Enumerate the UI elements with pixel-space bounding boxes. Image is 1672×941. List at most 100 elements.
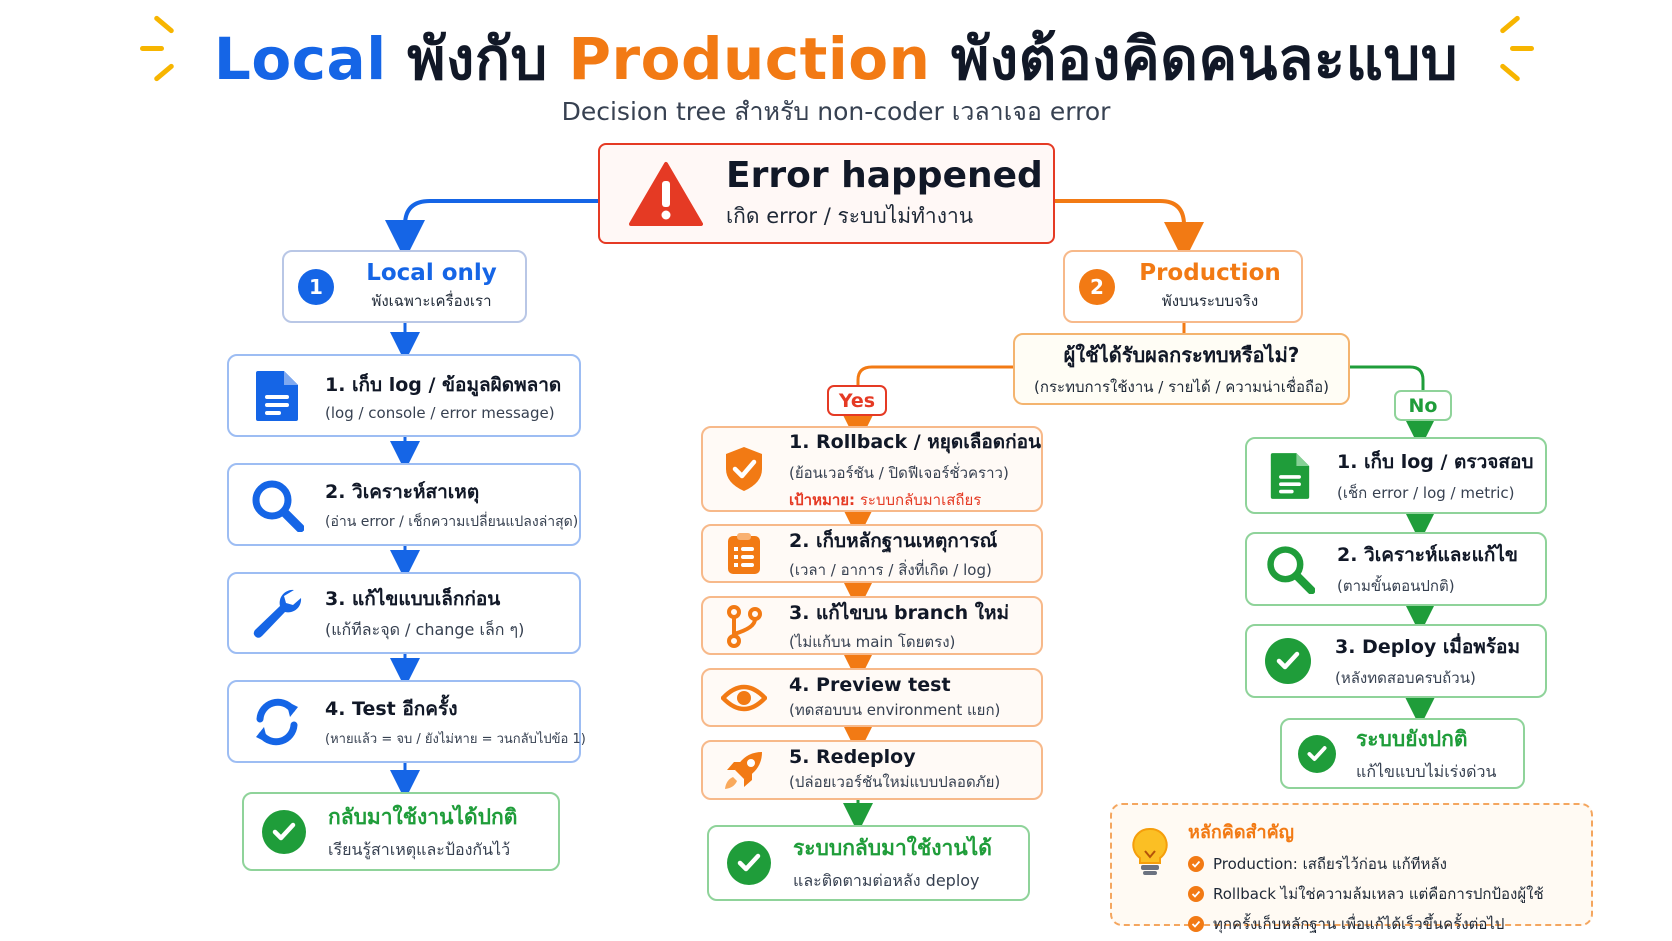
no-result-subtitle: แก้ไขแบบไม่เร่งด่วน (1356, 761, 1497, 781)
sparkle-right-2 (1510, 46, 1534, 51)
principle-text-2: Rollback ไม่ใช่ความล้มเหลว แต่คือการปกป้… (1213, 885, 1544, 903)
check-icon (1188, 856, 1204, 872)
yes-result-box: ระบบกลับมาใช้งานได้ และติดตามต่อหลัง dep… (707, 825, 1030, 901)
check-circle-icon (727, 841, 771, 885)
local-step-1-subtitle: (log / console / error message) (325, 403, 555, 422)
impact-question-box: ผู้ใช้ได้รับผลกระทบหรือไม่? (กระทบการใช้… (1013, 333, 1350, 405)
local-step-3-subtitle: (แก้ทีละจุด / change เล็ก ๆ) (325, 619, 525, 639)
question-subtitle: (กระทบการใช้งาน / รายได้ / ความน่าเชื่อถ… (1034, 378, 1329, 396)
magnifier-icon (247, 478, 307, 532)
no-step-1-subtitle: (เช็ก error / log / metric) (1337, 483, 1515, 502)
local-step-4-subtitle: (หายแล้ว = จบ / ยังไม่หาย = วนกลับไปข้อ … (325, 732, 586, 747)
root-subtitle: เกิด error / ระบบไม่ทำงาน (726, 203, 974, 228)
yes-result-title: ระบบกลับมาใช้งานได้ (793, 836, 992, 860)
goal-text: ระบบกลับมาเสถียร (859, 490, 982, 509)
page-subtitle: Decision tree สำหรับ non-coder เวลาเจอ e… (561, 97, 1111, 126)
local-result-title: กลับมาใช้งานได้ปกติ (328, 804, 518, 829)
title-production: Production (568, 25, 931, 93)
no-label: No (1394, 390, 1452, 421)
yes-step-4: 4. Preview test (ทดสอบบน environment แยก… (701, 668, 1043, 727)
question-title: ผู้ใช้ได้รับผลกระทบหรือไม่? (1063, 343, 1300, 367)
local-step-1-title: 1. เก็บ log / ข้อมูลผิดพลาด (325, 373, 562, 396)
wrench-icon (247, 586, 307, 640)
document-icon (247, 369, 307, 423)
yes-step-3-title: 3. แก้ไขบน branch ใหม่ (789, 601, 1010, 624)
principle-item: ทุกครั้งเก็บหลักฐาน เพื่อแก้ได้เร็วขึ้นค… (1188, 912, 1544, 936)
yes-step-4-subtitle: (ทดสอบบน environment แยก) (789, 700, 1001, 719)
yes-result-subtitle: และติดตามต่อหลัง deploy (793, 871, 980, 890)
local-only-box: 1 Local only พังเฉพาะเครื่องเรา (282, 250, 527, 323)
title-crash-with: พังกับ (407, 25, 548, 93)
local-step-2: 2. วิเคราะห์สาเหตุ (อ่าน error / เช็กควา… (227, 463, 581, 546)
no-step-3-subtitle: (หลังทดสอบครบถ้วน) (1335, 669, 1476, 687)
yes-step-5: 5. Redeploy (ปล่อยเวอร์ชันใหม่แบบปลอดภัย… (701, 740, 1043, 800)
warning-icon (628, 160, 704, 228)
no-result-box: ระบบยังปกติ แก้ไขแบบไม่เร่งด่วน (1280, 718, 1525, 789)
yes-label: Yes (827, 385, 887, 416)
production-subtitle: พังบนระบบจริง (1161, 292, 1259, 310)
no-step-2-title: 2. วิเคราะห์และแก้ไข (1337, 544, 1518, 566)
principles-list: Production: เสถียรไว้ก่อน แก้ทีหลัง Roll… (1188, 852, 1544, 936)
goal-label: เป้าหมาย: (789, 490, 856, 509)
lightbulb-icon (1130, 827, 1170, 881)
production-number-badge: 2 (1079, 268, 1115, 305)
local-step-3-title: 3. แก้ไขแบบเล็กก่อน (325, 587, 501, 610)
no-step-2: 2. วิเคราะห์และแก้ไข (ตามขั้นตอนปกติ) (1245, 532, 1547, 606)
title-local: Local (213, 25, 387, 93)
yes-step-1-subtitle: (ย้อนเวอร์ชัน / ปิดฟีเจอร์ชั่วคราว) (789, 463, 1009, 482)
no-step-3: 3. Deploy เมื่อพร้อม (หลังทดสอบครบถ้วน) (1245, 624, 1547, 698)
check-circle-icon (1265, 638, 1311, 684)
eye-icon (721, 682, 767, 714)
rocket-icon (721, 748, 767, 792)
no-result-title: ระบบยังปกติ (1356, 726, 1468, 751)
yes-step-1: 1. Rollback / หยุดเลือดก่อน (ย้อนเวอร์ชั… (701, 426, 1043, 512)
local-step-3: 3. แก้ไขแบบเล็กก่อน (แก้ทีละจุด / change… (227, 572, 581, 654)
local-title: Local only (366, 260, 497, 286)
yes-step-1-goal: เป้าหมาย: ระบบกลับมาเสถียร (789, 488, 1041, 512)
principles-title: หลักคิดสำคัญ (1188, 822, 1294, 843)
local-step-2-title: 2. วิเคราะห์สาเหตุ (325, 480, 480, 503)
local-step-4: 4. Test อีกครั้ง (หายแล้ว = จบ / ยังไม่ห… (227, 680, 586, 763)
check-circle-icon (262, 809, 306, 854)
sparkle-left-2 (140, 46, 164, 51)
production-title: Production (1139, 260, 1281, 286)
yes-step-3-subtitle: (ไม่แก้บน main โดยตรง) (789, 632, 956, 651)
yes-step-4-title: 4. Preview test (789, 673, 951, 696)
local-subtitle: พังเฉพาะเครื่องเรา (371, 292, 492, 310)
local-step-4-title: 4. Test อีกครั้ง (325, 698, 458, 720)
principle-text-1: Production: เสถียรไว้ก่อน แก้ทีหลัง (1213, 855, 1447, 873)
local-result-subtitle: เรียนรู้สาเหตุและป้องกันไว้ (328, 839, 511, 859)
yes-step-5-title: 5. Redeploy (789, 746, 916, 768)
local-result-box: กลับมาใช้งานได้ปกติ เรียนรู้สาเหตุและป้อ… (242, 792, 560, 871)
principle-item: Rollback ไม่ใช่ความล้มเหลว แต่คือการปกป้… (1188, 882, 1544, 906)
local-step-2-subtitle: (อ่าน error / เช็กความเปลี่ยนแปลงล่าสุด) (325, 513, 579, 530)
magnifier-icon (1265, 544, 1315, 594)
root-error-box: Error happened เกิด error / ระบบไม่ทำงาน (598, 143, 1055, 244)
yes-step-5-subtitle: (ปล่อยเวอร์ชันใหม่แบบปลอดภัย) (789, 773, 1001, 791)
yes-step-3: 3. แก้ไขบน branch ใหม่ (ไม่แก้บน main โด… (701, 596, 1043, 655)
check-circle-icon (1298, 734, 1336, 773)
branch-icon (721, 604, 767, 648)
key-principles-box: หลักคิดสำคัญ Production: เสถียรไว้ก่อน แ… (1110, 803, 1593, 933)
local-number-badge: 1 (298, 268, 334, 305)
clipboard-icon (721, 532, 767, 576)
document-icon (1265, 451, 1315, 501)
yes-step-2-title: 2. เก็บหลักฐานเหตุการณ์ (789, 529, 998, 552)
production-box: 2 Production พังบนระบบจริง (1063, 250, 1303, 323)
check-icon (1188, 886, 1204, 902)
principle-item: Production: เสถียรไว้ก่อน แก้ทีหลัง (1188, 852, 1544, 876)
yes-step-1-title: 1. Rollback / หยุดเลือดก่อน (789, 430, 1042, 453)
no-step-1: 1. เก็บ log / ตรวจสอบ (เช็ก error / log … (1245, 437, 1547, 514)
no-step-3-title: 3. Deploy เมื่อพร้อม (1335, 636, 1520, 658)
title-think-differently: พังต้องคิดคนละแบบ (951, 25, 1459, 93)
shield-icon (721, 445, 767, 493)
yes-step-2-subtitle: (เวลา / อาการ / สิ่งที่เกิด / log) (789, 560, 992, 579)
yes-step-2: 2. เก็บหลักฐานเหตุการณ์ (เวลา / อาการ / … (701, 524, 1043, 583)
page-title: Local พังกับ Production พังต้องคิดคนละแบ… (0, 12, 1672, 105)
refresh-icon (247, 695, 307, 749)
root-title: Error happened (726, 154, 1043, 196)
no-step-1-title: 1. เก็บ log / ตรวจสอบ (1337, 450, 1534, 473)
principle-text-3: ทุกครั้งเก็บหลักฐาน เพื่อแก้ได้เร็วขึ้นค… (1213, 915, 1505, 933)
check-icon (1188, 916, 1204, 932)
